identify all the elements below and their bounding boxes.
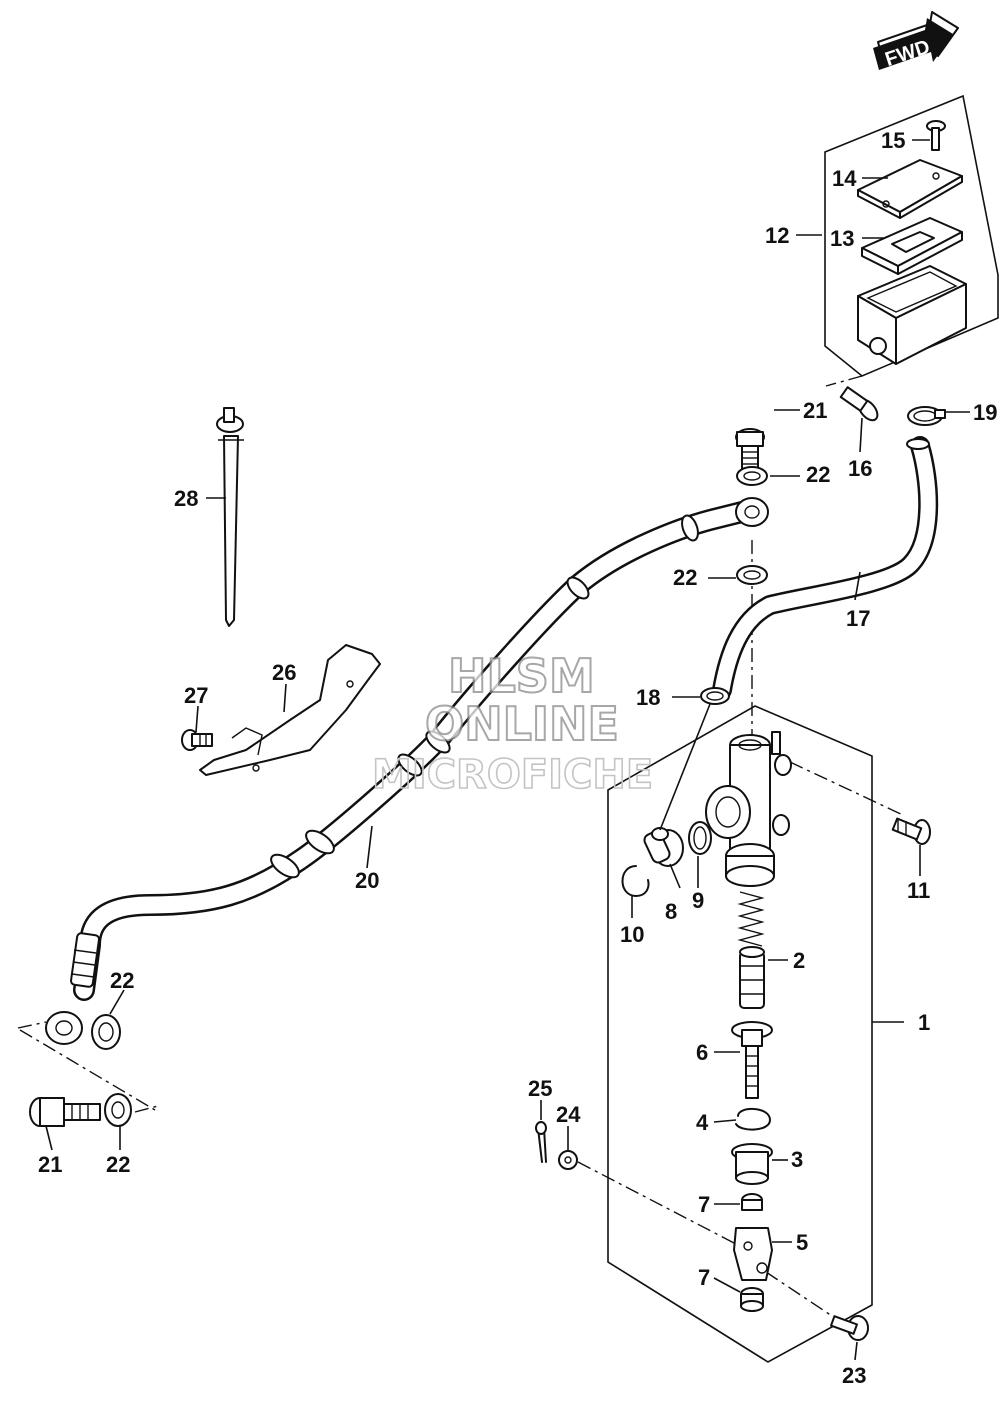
rod-circlip [735,1108,771,1131]
callout-18: 18 [636,685,660,710]
assembly-dash-lines [17,375,906,1321]
callout-14: 14 [832,166,857,191]
cable-tie [216,407,244,627]
reservoir-mount-screw [839,386,879,422]
callout-22-bottom: 22 [106,1152,130,1177]
rod-boot [731,1143,773,1185]
reservoir-cap [857,159,963,219]
sealing-washer-upper [736,466,768,486]
callout-2: 2 [793,948,805,973]
callout-21-upper: 21 [803,398,827,423]
callout-labels: 1 2 3 4 5 6 7 7 8 9 10 11 12 13 14 15 16… [38,128,997,1388]
watermark-line-3: MICROFICHE [372,752,653,798]
callout-21-lower: 21 [38,1152,62,1177]
clevis-pin [830,1315,869,1341]
callout-9: 9 [692,888,704,913]
reservoir-cap-screw [926,120,946,151]
callout-27: 27 [184,683,208,708]
callout-26: 26 [272,660,296,685]
callout-15: 15 [881,128,905,153]
lock-nut-lower [740,1287,764,1312]
callout-16: 16 [848,456,872,481]
callout-12: 12 [765,223,789,248]
hose-bracket [199,644,381,776]
fwd-arrow-badge: FWD [873,11,959,71]
callout-17: 17 [846,606,870,631]
callout-22-mid: 22 [673,565,697,590]
callout-1: 1 [918,1010,930,1035]
lock-nut-upper [741,1193,763,1211]
watermark-line-1: HLSM [448,649,595,703]
body-mount-screw [891,817,931,845]
master-cylinder-body [705,731,792,887]
push-rod [731,1021,773,1099]
callout-13: 13 [830,226,854,251]
callout-24: 24 [556,1102,581,1127]
callout-23: 23 [842,1363,866,1388]
brake-hose [45,497,769,1045]
reservoir-diaphragm [861,217,963,275]
callout-3: 3 [791,1147,803,1172]
piston-spring [737,891,765,1009]
inlet-o-ring [688,821,712,855]
hose-inlet-fitting [643,827,684,867]
callout-20: 20 [355,868,379,893]
callout-5: 5 [796,1230,808,1255]
callout-11: 11 [907,878,930,903]
master-cylinder-frame [607,705,873,1363]
reservoir-hose [712,436,939,700]
reservoir-frame [824,94,999,377]
callout-25: 25 [528,1076,552,1101]
reservoir-body [857,265,967,365]
sealing-washer-bottom [104,1093,132,1127]
callout-10: 10 [620,922,644,947]
callout-19: 19 [973,400,997,425]
callout-4: 4 [696,1110,709,1135]
callout-7-lower: 7 [698,1265,710,1290]
hose-clamp-upper [907,406,946,426]
callout-22-hose: 22 [110,968,134,993]
callout-22-upper: 22 [806,462,830,487]
reservoir-assembly [824,94,999,377]
clevis-washer [558,1150,578,1170]
sealing-washer-mid [736,565,768,585]
watermark: HLSM ONLINE MICROFICHE [371,648,654,799]
cotter-pin [535,1121,547,1163]
rod-clevis [733,1227,773,1281]
bracket-bolt [181,729,213,751]
callout-8: 8 [665,899,677,924]
callout-28: 28 [174,486,198,511]
watermark-line-2: ONLINE [425,697,619,751]
sealing-washer-lower [91,1014,121,1050]
hose-clamp-lower [700,687,730,705]
leader-lines [45,139,970,1361]
inlet-circlip [621,865,650,897]
callout-7-upper: 7 [698,1192,710,1217]
callout-6: 6 [696,1040,708,1065]
banjo-bolt-lower [29,1097,101,1127]
